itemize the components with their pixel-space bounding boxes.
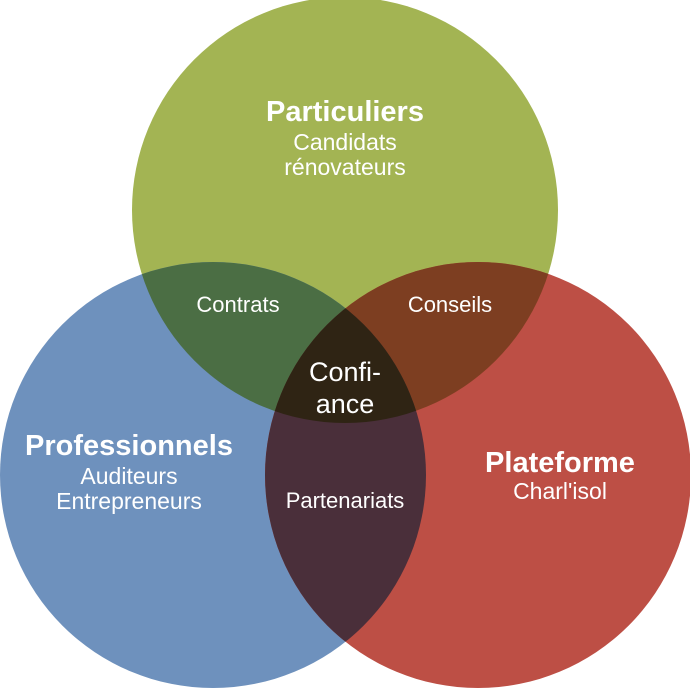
partenariats-label: Partenariats (286, 488, 405, 513)
particuliers-subtitle-2: rénovateurs (284, 154, 405, 180)
confiance-label-line-1: Confi- (309, 357, 381, 387)
plateforme-subtitle: Charl'isol (513, 478, 607, 504)
plateforme-title: Plateforme (485, 447, 635, 479)
confiance-overlap (265, 262, 426, 423)
conseils-label: Conseils (408, 292, 492, 317)
confiance-label-line-2: ance (316, 389, 375, 419)
professionnels-title: Professionnels (25, 430, 233, 462)
contrats-label: Contrats (196, 292, 279, 317)
professionnels-subtitle-2: Entrepreneurs (56, 488, 202, 514)
particuliers-subtitle-1: Candidats (293, 129, 397, 155)
particuliers-title: Particuliers (266, 96, 424, 128)
professionnels-subtitle-1: Auditeurs (80, 463, 177, 489)
